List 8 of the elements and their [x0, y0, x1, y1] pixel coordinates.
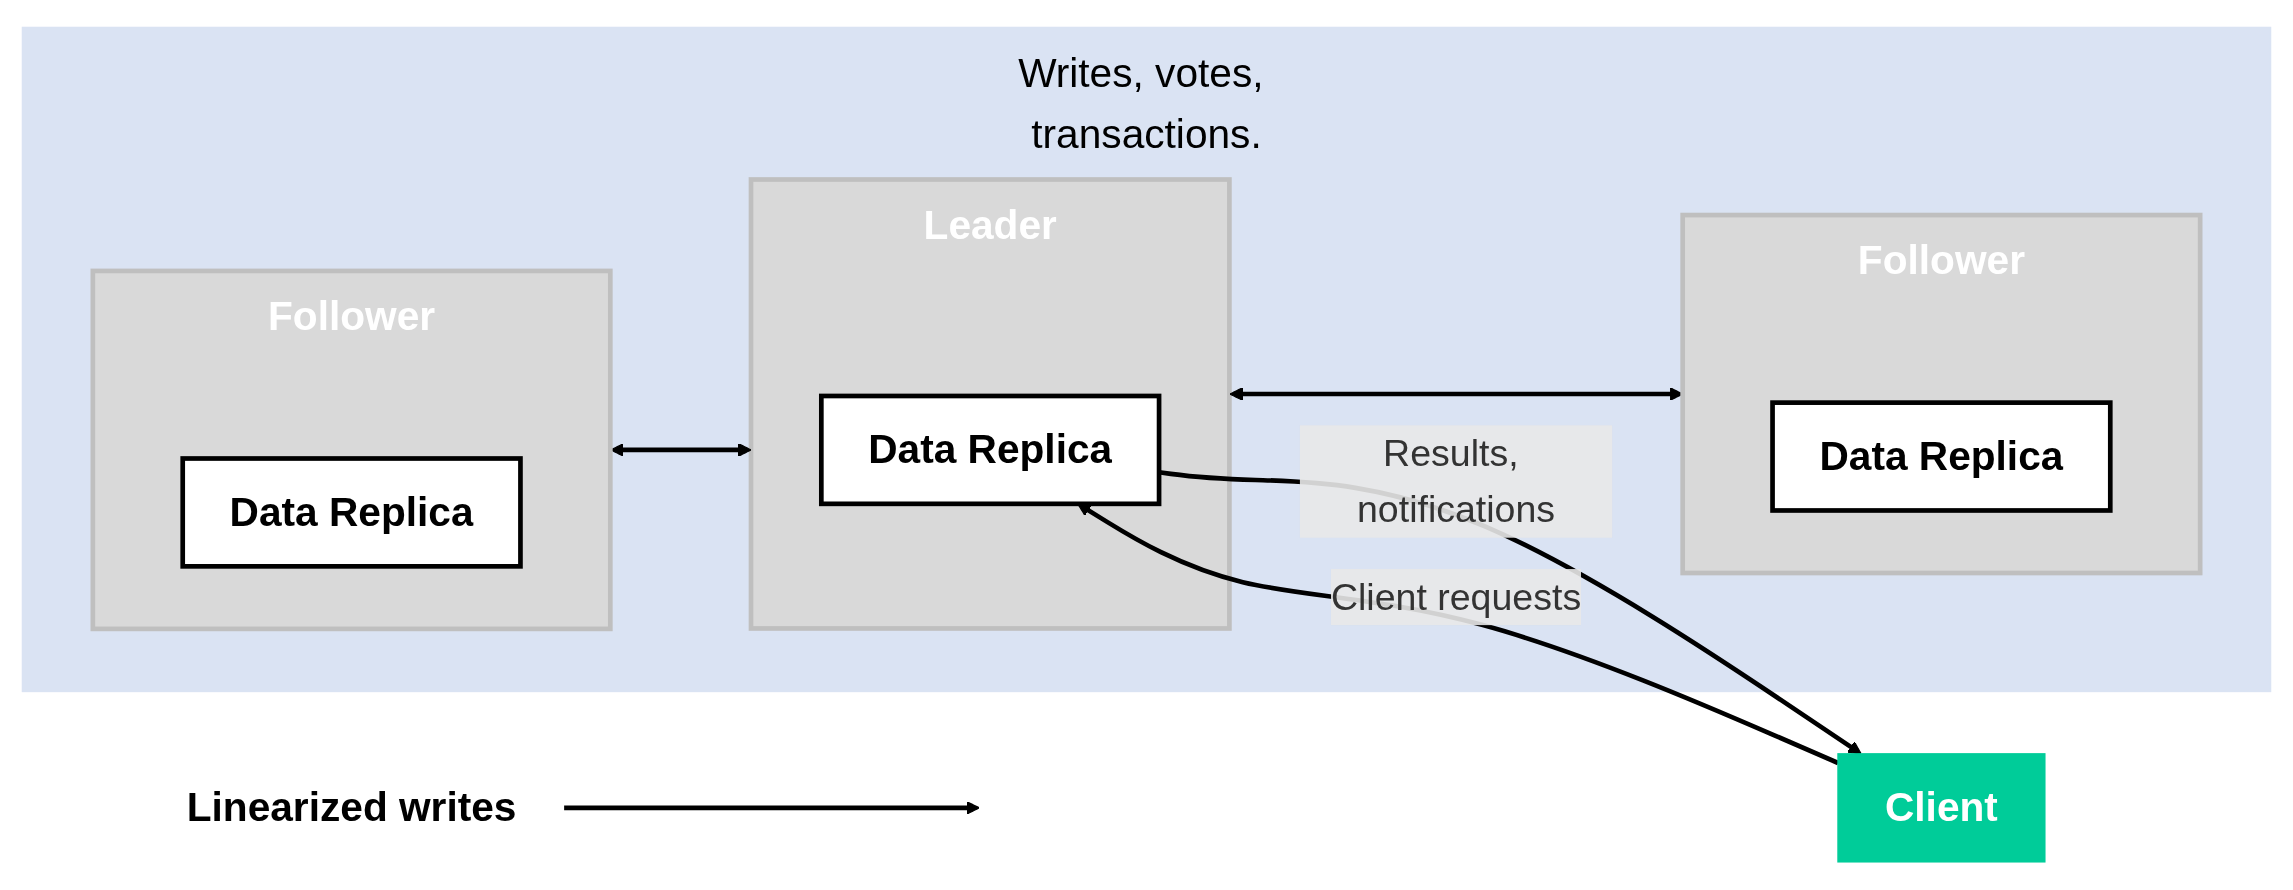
- arrow: [563, 801, 980, 816]
- node-box: Data Replica: [1770, 400, 2113, 514]
- node-text: Linearized writes: [186, 783, 517, 831]
- node-box: Data Replica: [180, 456, 523, 570]
- node-box: Client: [1837, 753, 2046, 863]
- node-box: Data Replica: [819, 394, 1162, 507]
- edge-label: Client requests: [1330, 575, 1582, 618]
- edge-label: Results, notifications: [1356, 431, 1556, 531]
